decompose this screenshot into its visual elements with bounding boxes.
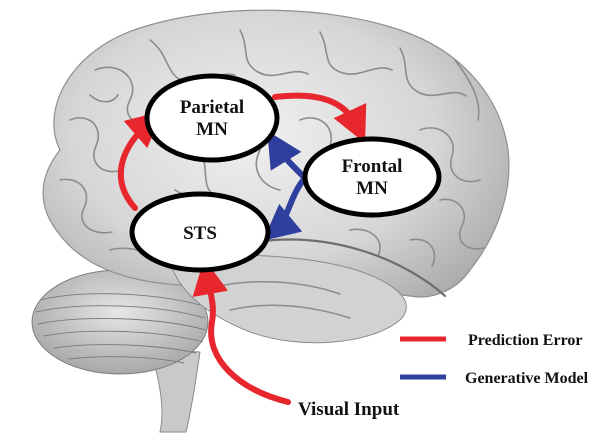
cerebellum-folia [35,293,207,364]
legend: Prediction Error Generative Model [400,332,589,387]
parietal-ellipse [144,73,280,163]
sts-label: STS [183,223,217,244]
parietal-label-line1: Parietal [180,97,244,118]
arrow-parietal-to-frontal [272,92,367,144]
brain-illustration [31,9,510,433]
brainstem [149,349,201,433]
legend-label-generative-model: Generative Model [465,370,589,387]
temporal-lobe [169,254,407,344]
frontal-label-line2: MN [356,178,388,199]
parietal-label-line2: MN [196,119,228,140]
node-frontal-mn: Frontal MN [302,136,442,218]
legend-label-prediction-error: Prediction Error [468,332,583,349]
node-parietal-mn: Parietal MN [144,73,280,163]
visual-input-label: Visual Input [298,399,400,420]
node-sts: STS [129,191,271,273]
frontal-label-line1: Frontal [342,156,403,177]
arrow-visual-input-to-sts [192,258,291,405]
arrow-frontal-to-sts [263,175,308,241]
arrow-frontal-to-parietal [267,130,308,181]
frontal-ellipse [302,136,442,218]
arrow-sts-to-parietal [117,110,163,211]
arrows [117,92,367,405]
sts-ellipse [129,191,271,273]
